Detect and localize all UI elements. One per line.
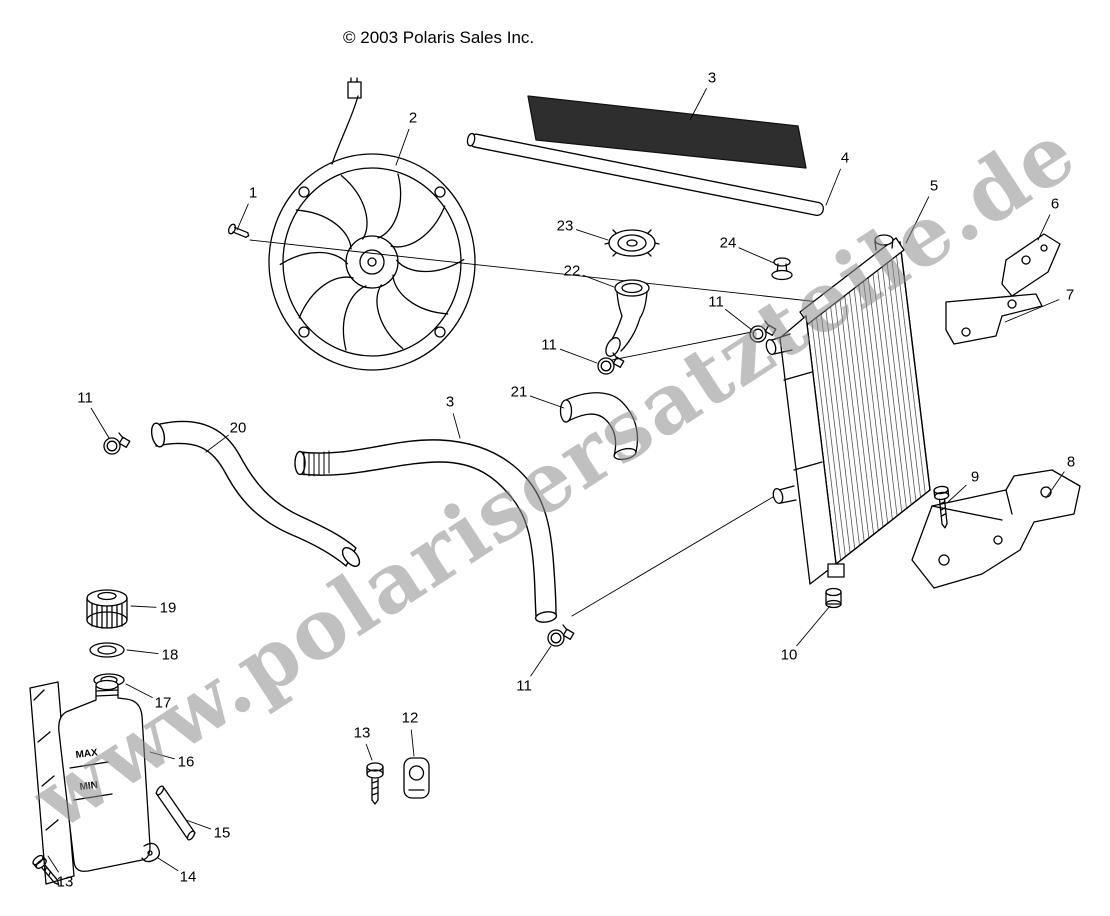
- callout-9: 9: [970, 468, 980, 486]
- mount-panel: [29, 681, 75, 885]
- callout-11: 11: [708, 293, 724, 311]
- screw-1: [227, 223, 250, 238]
- callout-10: 10: [780, 646, 798, 664]
- callout-24: 24: [719, 234, 737, 252]
- callout-17: 17: [154, 694, 172, 712]
- callout-14: 14: [179, 868, 197, 886]
- callout-16: 16: [177, 753, 195, 771]
- callout-23: 23: [556, 217, 574, 235]
- callout-21: 21: [510, 383, 528, 401]
- foam-seal-strip: [527, 95, 807, 169]
- coolant-bottle: MAX MIN: [58, 679, 151, 872]
- callout-22: 22: [563, 262, 581, 280]
- grommet: [771, 257, 793, 281]
- callout-1: 1: [248, 184, 258, 202]
- vent-hose: [155, 785, 196, 841]
- upper-radiator-hose: [294, 439, 558, 623]
- assembly-lines: [249, 239, 894, 617]
- callout-19: 19: [159, 599, 177, 617]
- bottle-min-label: MIN: [79, 780, 99, 793]
- clip-14: [141, 842, 160, 863]
- leader-lines: [47, 88, 1065, 873]
- callout-6: 6: [1050, 195, 1060, 213]
- copyright-text: © 2003 Polaris Sales Inc.: [343, 28, 535, 47]
- mid-bracket: [945, 293, 1043, 345]
- callout-13: 13: [353, 724, 371, 742]
- callout-11: 11: [516, 677, 532, 695]
- callout-3: 3: [445, 393, 455, 411]
- elbow-hose: [559, 392, 639, 461]
- callout-15: 15: [213, 824, 231, 842]
- screw-9: [933, 485, 950, 529]
- drain-plug: [825, 587, 842, 609]
- callout-18: 18: [161, 646, 179, 664]
- callout-11: 11: [541, 336, 557, 354]
- hose-clamps: [103, 320, 777, 647]
- cooling-fan: [268, 77, 476, 371]
- callout-8: 8: [1066, 453, 1076, 471]
- upper-bracket: [1001, 233, 1061, 297]
- bottle-cap: [86, 589, 128, 629]
- callout-20: 20: [229, 419, 247, 437]
- washer-18: [89, 642, 125, 658]
- callout-13: 13: [56, 873, 74, 891]
- filler-neck: [605, 279, 650, 357]
- callout-3: 3: [707, 69, 717, 87]
- screw-13b: [32, 854, 60, 886]
- screw-13a: [366, 762, 384, 805]
- mounting-tube: [466, 132, 824, 217]
- mount-clamp: [403, 757, 430, 799]
- callout-2: 2: [408, 109, 418, 127]
- callout-7: 7: [1065, 286, 1075, 304]
- bottle-max-label: MAX: [75, 747, 99, 761]
- callout-4: 4: [840, 149, 850, 167]
- radiator-cap: [604, 229, 660, 257]
- lower-hose: [150, 420, 361, 567]
- callout-5: 5: [929, 177, 939, 195]
- callout-12: 12: [401, 709, 419, 727]
- radiator: [765, 234, 931, 585]
- callout-11: 11: [77, 389, 93, 407]
